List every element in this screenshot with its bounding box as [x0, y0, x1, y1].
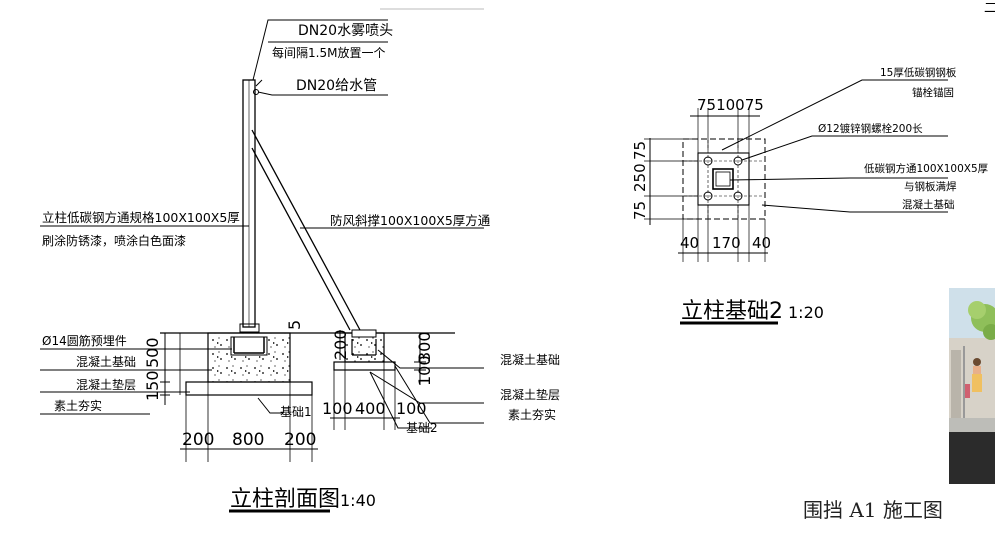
dim-b2-100-left: 100	[322, 399, 353, 418]
label-concrete-base: 混凝土基础	[76, 354, 136, 369]
section-drawing	[40, 19, 484, 513]
callout-tube: 低碳钢方通100X100X5厚	[864, 162, 989, 175]
sheet-title: 围挡 A1 施工图	[803, 498, 943, 522]
dim-b2-100-right: 100	[396, 399, 427, 418]
plan-dim-top: 7510075	[697, 96, 764, 114]
label-embed: Ø14圆筋预埋件	[42, 333, 127, 348]
plan-title: 立柱基础2	[681, 299, 783, 324]
label-footing-1: 基础1	[280, 405, 312, 419]
label-paint: 刷涂防锈漆，喷涂白色面漆	[42, 233, 186, 248]
callout-plate: 15厚低碳钢钢板	[880, 66, 957, 79]
label-post-spec: 立柱低碳钢方通规格100X100X5厚	[42, 210, 240, 225]
dim-b1-200-right: 200	[284, 430, 316, 450]
plan-dim-left-75-bottom: 75	[631, 201, 649, 220]
label-interval: 每间隔1.5M放置一个	[272, 45, 385, 60]
dim-500: 500	[143, 337, 162, 368]
label-brace: 防风斜撑100X100X5厚方通	[330, 213, 491, 228]
section-scale: 1:40	[340, 491, 376, 510]
plan-dim-bottom-40-left: 40	[680, 234, 699, 252]
dim-b1-800: 800	[232, 430, 264, 450]
label-right-base: 混凝土基础	[500, 352, 560, 367]
callout-bolt: Ø12镀锌钢螺栓200长	[818, 122, 923, 135]
plan-drawing	[644, 79, 948, 325]
callout-weld: 与钢板满焊	[904, 180, 957, 193]
plan-labels: 15厚低碳钢钢板 锚栓锚固 Ø12镀锌钢螺栓200长 低碳钢方通100X100X…	[631, 66, 989, 324]
plan-scale: 1:20	[788, 303, 824, 322]
dim-150: 150	[143, 370, 162, 401]
plan-dim-bottom-40-right: 40	[752, 234, 771, 252]
dim-b1-200-left: 200	[182, 430, 214, 450]
dim-100: 100	[415, 355, 434, 386]
dim-200: 200	[331, 329, 350, 360]
label-concrete-pad: 混凝土垫层	[76, 377, 136, 392]
corner-mark: 二	[984, 1, 995, 16]
dim-b2-400: 400	[355, 399, 386, 418]
section-labels: DN20水雾喷头 每间隔1.5M放置一个 DN20给水管 立柱低碳钢方通规格10…	[42, 23, 560, 512]
label-soil: 素土夯实	[54, 398, 102, 413]
callout-anchor: 锚栓锚固	[912, 86, 954, 99]
plan-dim-bottom-170: 170	[712, 234, 741, 252]
label-water-pipe: DN20给水管	[296, 78, 377, 94]
callout-concrete: 混凝土基础	[902, 198, 955, 211]
dim-5: 5	[285, 320, 304, 330]
rendering-thumbnail	[949, 288, 995, 484]
plan-dim-left-250: 250	[631, 163, 649, 192]
label-right-pad: 混凝土垫层	[500, 387, 560, 402]
label-right-soil: 素土夯实	[508, 407, 556, 422]
section-title: 立柱剖面图	[230, 487, 340, 512]
label-footing-2: 基础2	[406, 421, 438, 435]
dim-300: 300	[415, 331, 434, 362]
label-nozzle: DN20水雾喷头	[298, 23, 393, 39]
plan-dim-left-75-top: 75	[631, 141, 649, 160]
